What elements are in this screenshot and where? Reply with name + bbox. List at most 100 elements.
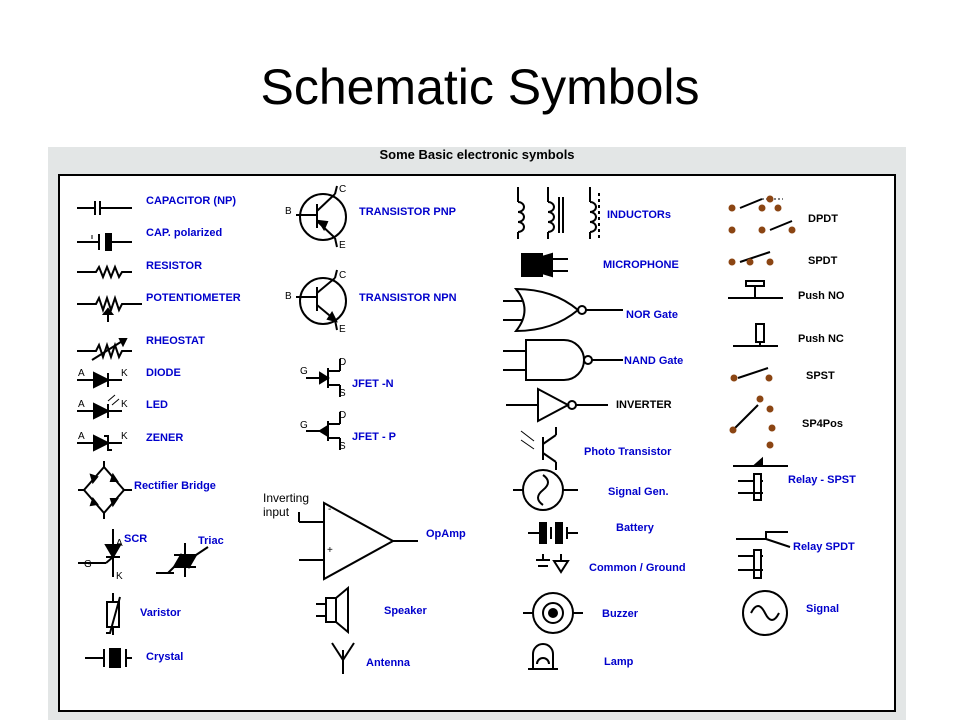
opamp-label: OpAmp [426, 528, 466, 540]
led-anode-pin: A [78, 399, 85, 410]
jfet-p-drain-pin: D [339, 410, 346, 421]
led-symbol [77, 394, 122, 420]
pnp-transistor-symbol [296, 185, 347, 248]
pnp-label: TRANSISTOR PNP [359, 206, 456, 218]
relay-spdt-label: Relay SPDT [793, 541, 855, 553]
crystal-symbol [85, 648, 132, 668]
inverter-label: INVERTER [616, 399, 672, 411]
relay-spst-symbol [733, 456, 788, 501]
varistor-symbol [106, 593, 121, 635]
inverting-label: Inverting [263, 491, 309, 505]
jfet-n-symbol [306, 359, 341, 397]
signal-label: Signal [806, 603, 839, 615]
sp4pos-symbol [732, 404, 759, 431]
scr-anode-pin: A [116, 538, 123, 549]
lamp-label: Lamp [604, 656, 634, 668]
triac-symbol [156, 543, 209, 577]
diode-label: DIODE [146, 367, 181, 379]
capacitor-symbol [77, 201, 132, 215]
scr-symbol [78, 529, 122, 577]
triac-label: Triac [198, 535, 224, 547]
capacitor-label: CAPACITOR (NP) [146, 195, 236, 207]
zener-anode-pin: A [78, 431, 85, 442]
zener-label: ZENER [146, 432, 183, 444]
spst-symbol [737, 367, 769, 379]
pnp-base-pin: B [285, 206, 292, 217]
rheostat-symbol [77, 338, 132, 361]
inductors-symbol [517, 187, 600, 239]
symbols-chart: Some Basic electronic symbols [48, 147, 906, 720]
symbols-drawing: CAPACITOR (NP) CAP. polarized RESISTOR P… [77, 184, 856, 674]
opamp-minus-pin: - [328, 504, 331, 515]
antenna-symbol [331, 642, 355, 674]
scr-cathode-pin: K [116, 571, 123, 582]
nand-gate-symbol [503, 339, 623, 381]
zener-cathode-pin: K [121, 431, 128, 442]
antenna-label: Antenna [366, 657, 411, 669]
npn-collector-pin: C [339, 270, 346, 281]
rectifier-label: Rectifier Bridge [134, 480, 216, 492]
led-cathode-pin: K [121, 399, 128, 410]
crystal-label: Crystal [146, 651, 183, 663]
microphone-symbol [521, 252, 568, 278]
speaker-label: Speaker [384, 605, 428, 617]
potentiometer-label: POTENTIOMETER [146, 292, 241, 304]
nor-label: NOR Gate [626, 309, 678, 321]
ground-symbol [536, 554, 570, 574]
switch-contacts [728, 195, 796, 449]
resistor-label: RESISTOR [146, 260, 202, 272]
polarized-capacitor-symbol [77, 233, 132, 251]
push-no-symbol [728, 280, 783, 299]
npn-transistor-symbol [296, 269, 347, 331]
diode-cathode-pin: K [121, 368, 128, 379]
buzzer-label: Buzzer [602, 608, 639, 620]
opamp-plus-pin: + [327, 545, 333, 556]
phototransistor-label: Photo Transistor [584, 446, 672, 458]
jfet-p-gate-pin: G [300, 420, 308, 431]
dpdt-label: DPDT [808, 213, 838, 225]
diode-symbol [77, 371, 122, 389]
scr-gate-pin: G [84, 559, 92, 570]
chart-heading: Some Basic electronic symbols [379, 147, 575, 162]
diode-anode-pin: A [78, 368, 85, 379]
microphone-label: MICROPHONE [603, 259, 679, 271]
inductors-label: INDUCTORs [607, 209, 671, 221]
jfet-p-label: JFET - P [352, 431, 396, 443]
npn-base-pin: B [285, 291, 292, 302]
signalgen-label: Signal Gen. [608, 486, 669, 498]
pnp-collector-pin: C [339, 184, 346, 195]
speaker-symbol [316, 585, 349, 635]
relay-spdt-symbol [736, 531, 791, 579]
jfet-n-drain-pin: D [339, 357, 346, 368]
relay-spst-label: Relay - SPST [788, 474, 856, 486]
spst-label: SPST [806, 370, 835, 382]
signal-symbol [742, 590, 788, 636]
battery-label: Battery [616, 522, 655, 534]
symbols-panel [58, 174, 896, 712]
nor-gate-symbol [503, 287, 623, 333]
jfet-n-source-pin: S [339, 388, 346, 399]
inverter-symbol [506, 387, 608, 423]
npn-emitter-pin: E [339, 324, 346, 335]
jfet-p-symbol [306, 412, 341, 450]
rheostat-label: RHEOSTAT [146, 335, 205, 347]
spdt-label: SPDT [808, 255, 838, 267]
nand-label: NAND Gate [624, 355, 683, 367]
phototransistor-symbol [520, 427, 557, 470]
lamp-symbol [528, 643, 558, 670]
push-nc-label: Push NC [798, 333, 844, 345]
ground-label: Common / Ground [589, 562, 686, 574]
push-no-label: Push NO [798, 290, 845, 302]
led-label: LED [146, 399, 168, 411]
potentiometer-symbol [77, 294, 142, 322]
jfet-n-gate-pin: G [300, 366, 308, 377]
spdt-symbol [739, 251, 771, 263]
cap-polarized-label: CAP. polarized [146, 227, 222, 239]
zener-symbol [77, 434, 122, 452]
battery-symbol [528, 522, 578, 544]
varistor-label: Varistor [140, 607, 182, 619]
dpdt-symbol [739, 198, 793, 231]
jfet-p-source-pin: S [339, 441, 346, 452]
signal-generator-symbol [513, 469, 578, 511]
pnp-emitter-pin: E [339, 240, 346, 251]
